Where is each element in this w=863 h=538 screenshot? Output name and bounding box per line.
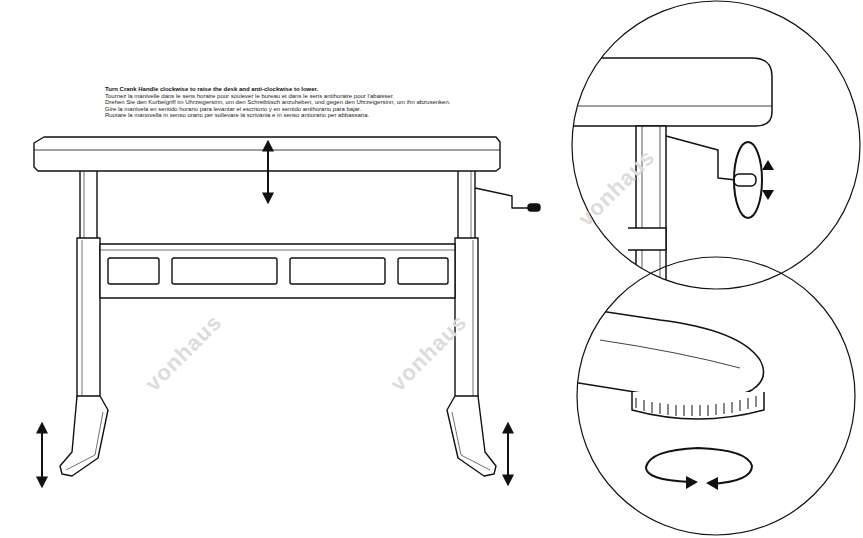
instruction-text: Gire la manivela en sentido horario para… xyxy=(105,106,361,112)
instruction-text: Turn Crank Handle clockwise to raise the… xyxy=(105,86,318,92)
watermark: vonhaus xyxy=(140,309,227,396)
instruction-text: Tournez la manivelle dans le sens horair… xyxy=(105,93,394,99)
instruction-text: Ruotare la manovella in senso orario per… xyxy=(105,112,369,118)
instruction-text: Drehen Sie den Kurbelgriff im Uhrzeigers… xyxy=(105,99,450,105)
